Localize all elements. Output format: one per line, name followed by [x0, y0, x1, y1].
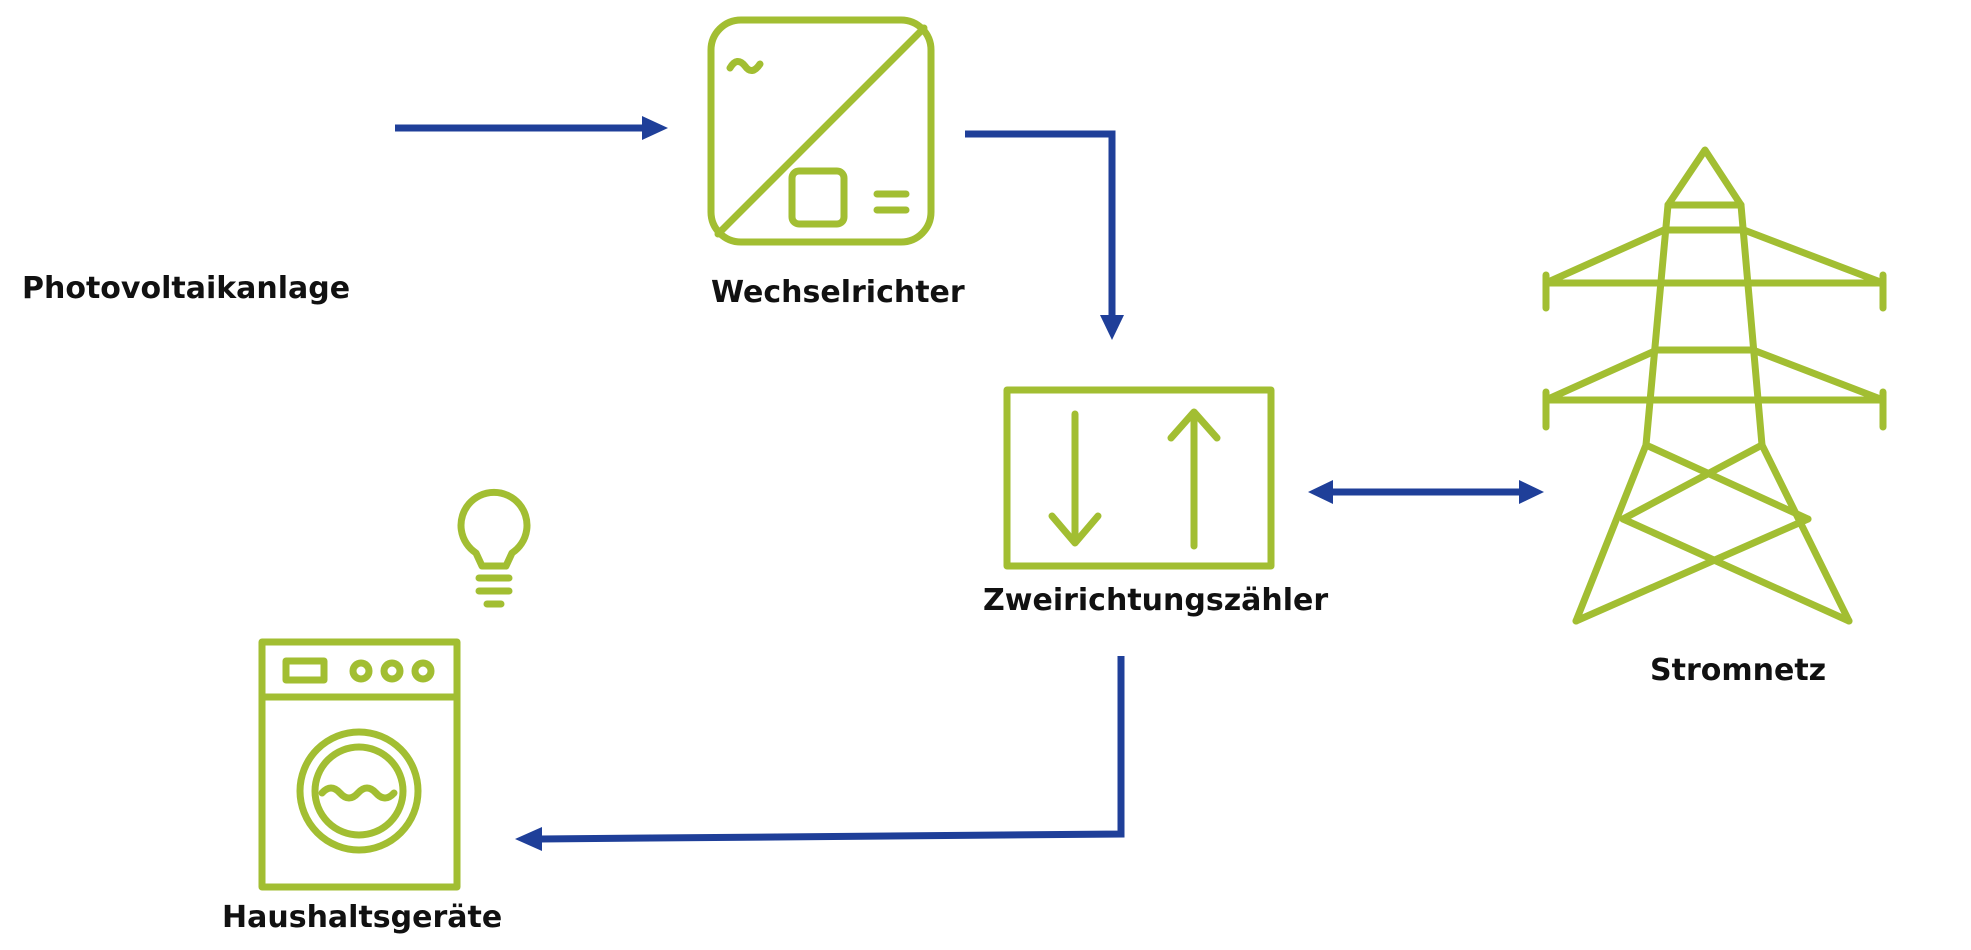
- appliances-label: Haushaltsgeräte: [222, 900, 503, 935]
- meter-label: Zweirichtungszähler: [983, 583, 1329, 618]
- inverter-icon: [707, 16, 935, 246]
- bidirectional-meter-icon: [1003, 386, 1275, 570]
- arrow-meter-to-appliances: [515, 656, 1125, 851]
- pv-label: Photovoltaikanlage: [22, 271, 351, 306]
- arrow-meter-grid-bidirectional: [1308, 480, 1544, 504]
- inverter-label: Wechselrichter: [711, 275, 965, 310]
- light-bulb-icon: [457, 488, 531, 608]
- arrow-inverter-to-meter: [965, 130, 1124, 340]
- power-pylon-icon: [1542, 146, 1887, 625]
- grid-label: Stromnetz: [1650, 653, 1827, 688]
- washing-machine-icon: [258, 638, 461, 891]
- arrow-pv-to-inverter: [395, 116, 668, 140]
